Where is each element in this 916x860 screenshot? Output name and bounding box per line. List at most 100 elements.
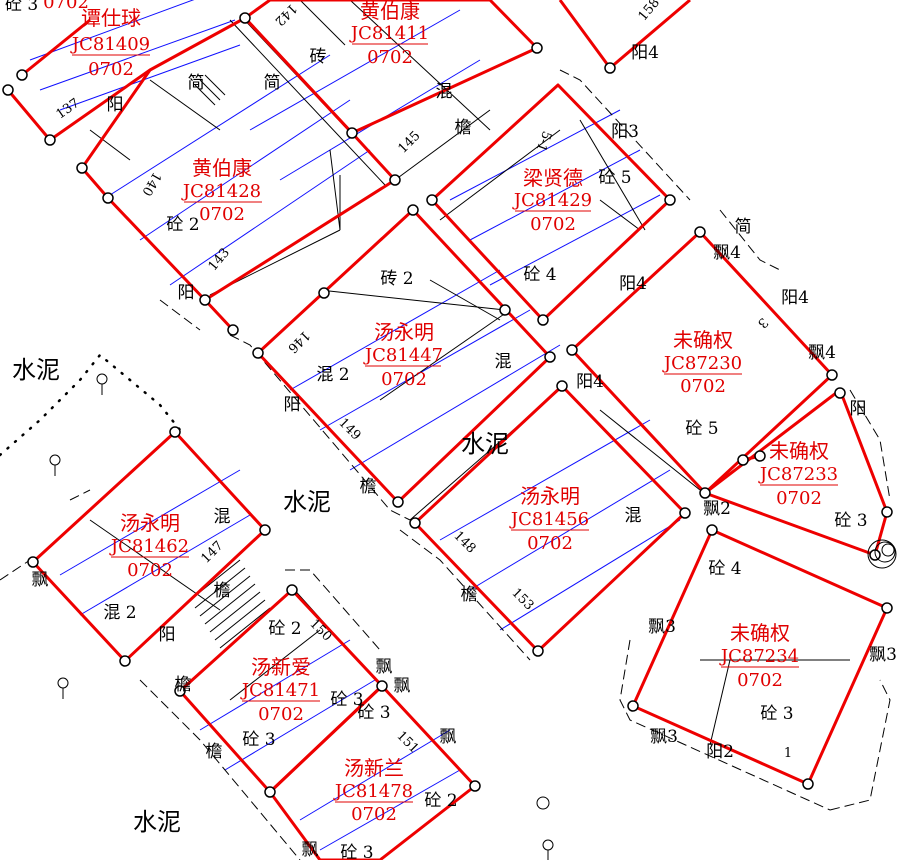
svg-text:150: 150 bbox=[306, 616, 334, 644]
svg-text:砼 4: 砼 4 bbox=[708, 559, 741, 579]
label-p81428: 黄伯康 JC81428 0702 140 bbox=[138, 156, 262, 225]
svg-text:140: 140 bbox=[138, 169, 163, 198]
svg-text:阳: 阳 bbox=[159, 625, 176, 645]
svg-text:飘3: 飘3 bbox=[869, 645, 897, 665]
svg-text:混 2: 混 2 bbox=[316, 365, 349, 385]
svg-text:阳: 阳 bbox=[850, 399, 867, 419]
svg-text:砼 3: 砼 3 bbox=[760, 704, 793, 724]
svg-text:简: 简 bbox=[264, 73, 281, 93]
label-p81447: 汤永明 JC81447 0702 146 bbox=[284, 320, 443, 390]
label-p81411: 黄伯康 JC81411 0702 142 bbox=[271, 0, 429, 68]
parcel-labels: 0702 砼 3 谭仕球 JC81409 0702 137 黄伯康 JC8141… bbox=[5, 0, 838, 825]
svg-text:黄伯康: 黄伯康 bbox=[192, 156, 252, 180]
svg-text:砼 2: 砼 2 bbox=[424, 791, 457, 811]
control-points bbox=[2, 12, 893, 798]
svg-text:混: 混 bbox=[214, 507, 231, 527]
svg-text:0702: 0702 bbox=[737, 670, 783, 691]
svg-text:飘: 飘 bbox=[302, 840, 319, 860]
svg-text:砼 3: 砼 3 bbox=[242, 730, 275, 750]
boundary-p81478 bbox=[268, 684, 477, 860]
svg-text:0702: 0702 bbox=[367, 47, 413, 68]
svg-text:汤永明: 汤永明 bbox=[120, 511, 180, 535]
svg-text:0702: 0702 bbox=[530, 214, 576, 235]
svg-text:142: 142 bbox=[271, 0, 299, 28]
svg-text:阳4: 阳4 bbox=[576, 372, 604, 392]
lamp-post-icon bbox=[49, 373, 554, 860]
boundary-p81428-tail bbox=[203, 298, 235, 332]
svg-text:汤新爱: 汤新爱 bbox=[251, 655, 311, 679]
svg-text:153: 153 bbox=[508, 585, 536, 613]
svg-text:汤新兰: 汤新兰 bbox=[344, 756, 404, 780]
svg-text:水泥: 水泥 bbox=[133, 808, 181, 836]
svg-text:飘: 飘 bbox=[394, 676, 411, 696]
svg-text:檐: 檐 bbox=[175, 675, 192, 695]
svg-text:146: 146 bbox=[284, 327, 312, 355]
svg-text:137: 137 bbox=[54, 96, 83, 123]
svg-text:飘: 飘 bbox=[440, 727, 457, 747]
svg-text:汤永明: 汤永明 bbox=[374, 320, 434, 344]
dotted-boundary bbox=[0, 353, 182, 457]
svg-text:梁贤德: 梁贤德 bbox=[523, 166, 583, 190]
svg-text:阳3: 阳3 bbox=[611, 122, 639, 142]
svg-text:阳2: 阳2 bbox=[706, 742, 734, 762]
label-p81409: 谭仕球 JC81409 0702 137 bbox=[54, 6, 151, 122]
svg-text:阳: 阳 bbox=[178, 283, 195, 303]
material-labels: 水泥 水泥 水泥 水泥 阳4 阳 简 简 砖 混 檐 砼 2 阳 阳3 砼 5 … bbox=[12, 43, 897, 860]
svg-text:砼 5: 砼 5 bbox=[685, 419, 718, 439]
svg-text:0702: 0702 bbox=[680, 376, 726, 397]
staircase-lines bbox=[189, 74, 271, 649]
svg-text:未确权: 未确权 bbox=[730, 621, 790, 645]
svg-text:飘: 飘 bbox=[32, 570, 49, 590]
svg-text:JC81456: JC81456 bbox=[509, 509, 589, 530]
svg-text:混: 混 bbox=[625, 506, 642, 526]
svg-text:檐: 檐 bbox=[360, 477, 377, 497]
svg-text:阳: 阳 bbox=[107, 95, 124, 115]
svg-text:简: 简 bbox=[735, 217, 752, 237]
svg-text:0702: 0702 bbox=[776, 488, 822, 509]
label-p81456: 汤永明 JC81456 0702 148 bbox=[450, 484, 589, 557]
svg-text:砼 5: 砼 5 bbox=[598, 168, 631, 188]
svg-text:檐: 檐 bbox=[206, 742, 223, 762]
svg-text:0702: 0702 bbox=[199, 204, 245, 225]
svg-text:飘4: 飘4 bbox=[713, 243, 741, 263]
svg-text:0702: 0702 bbox=[381, 369, 427, 390]
svg-text:未确权: 未确权 bbox=[673, 328, 733, 352]
label-p87233: 未确权 JC87233 0702 bbox=[758, 439, 838, 509]
svg-text:0702: 0702 bbox=[351, 804, 397, 825]
svg-text:飘3: 飘3 bbox=[648, 617, 676, 637]
svg-text:JC87234: JC87234 bbox=[719, 646, 799, 667]
svg-text:砖: 砖 bbox=[310, 47, 327, 67]
svg-text:阳: 阳 bbox=[284, 395, 301, 415]
svg-text:飘: 飘 bbox=[376, 657, 393, 677]
svg-text:0702: 0702 bbox=[43, 0, 89, 13]
svg-text:混: 混 bbox=[436, 82, 453, 102]
svg-text:143: 143 bbox=[206, 245, 233, 274]
svg-text:JC81462: JC81462 bbox=[109, 536, 189, 557]
svg-text:砼 3: 砼 3 bbox=[5, 0, 38, 15]
svg-text:1: 1 bbox=[784, 746, 792, 761]
svg-text:飘2: 飘2 bbox=[703, 499, 731, 519]
svg-text:151: 151 bbox=[393, 728, 421, 756]
svg-text:砼 2: 砼 2 bbox=[268, 619, 301, 639]
corner-spiral bbox=[867, 539, 897, 569]
svg-text:JC81409: JC81409 bbox=[70, 34, 150, 55]
svg-text:砼 4: 砼 4 bbox=[523, 265, 556, 285]
svg-text:0702: 0702 bbox=[88, 59, 134, 80]
svg-text:3: 3 bbox=[754, 314, 770, 330]
svg-text:JC81478: JC81478 bbox=[333, 781, 413, 802]
svg-text:0702: 0702 bbox=[527, 533, 573, 554]
label-p81471: 汤新爱 JC81471 0702 150 bbox=[240, 616, 335, 725]
svg-text:JC81429: JC81429 bbox=[512, 190, 592, 211]
svg-text:谭仕球: 谭仕球 bbox=[81, 6, 141, 30]
svg-text:未确权: 未确权 bbox=[769, 439, 829, 463]
boundary-top-right bbox=[558, 0, 691, 70]
svg-text:混 2: 混 2 bbox=[103, 603, 136, 623]
svg-text:JC87233: JC87233 bbox=[758, 464, 838, 485]
svg-text:檐: 檐 bbox=[214, 581, 231, 601]
svg-text:JC81471: JC81471 bbox=[240, 680, 320, 701]
boundary-p81428 bbox=[80, 16, 397, 302]
svg-text:158: 158 bbox=[636, 0, 663, 24]
svg-text:砼 3: 砼 3 bbox=[834, 511, 867, 531]
svg-text:JC81411: JC81411 bbox=[349, 23, 429, 44]
